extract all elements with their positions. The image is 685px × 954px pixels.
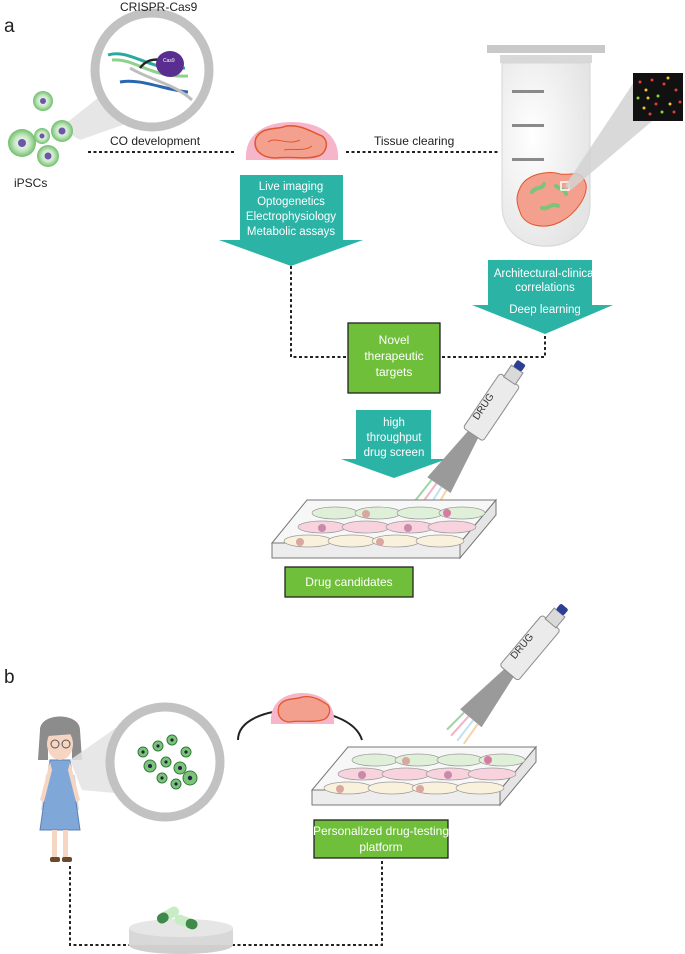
screen-line-1: high — [383, 417, 405, 429]
well-plate-a — [270, 498, 498, 560]
clearing-correlations: correlations — [515, 282, 575, 294]
screen-arrow: high throughput drug screen — [341, 410, 447, 478]
platform-box: Personalized drug-testing platform — [313, 819, 449, 859]
pipette-b: DRUG — [446, 604, 568, 745]
test-tube — [487, 45, 605, 247]
pill-dish — [129, 906, 233, 954]
clearing-to-targets-line — [440, 336, 546, 358]
targets-line-1: Novel — [379, 333, 410, 347]
patient-to-pill-line — [69, 866, 130, 946]
pipette-a: DRUG — [414, 360, 526, 514]
pill-to-platform-line — [232, 860, 383, 946]
clearing-deep-learning: Deep learning — [509, 304, 581, 316]
panel-label-b: b — [4, 667, 15, 688]
assay-optogenetics: Optogenetics — [257, 196, 325, 208]
assay-electrophysiology: Electrophysiology — [246, 211, 336, 223]
assay-live-imaging: Live imaging — [259, 181, 324, 193]
well-plate-b — [310, 745, 538, 807]
targets-line-2: therapeutic — [364, 349, 423, 363]
patient-figure — [38, 716, 82, 862]
organoid-b — [237, 693, 363, 741]
crispr-label: CRISPR-Cas9 — [120, 0, 198, 14]
candidates-label: Drug candidates — [305, 575, 392, 589]
crispr-magnifier — [60, 8, 214, 140]
targets-box: Novel therapeutic targets — [347, 322, 441, 394]
tissue-clearing-label: Tissue clearing — [374, 134, 454, 148]
panel-label-a: a — [4, 16, 15, 37]
clearing-architectural: Architectural-clinical — [494, 268, 596, 280]
screen-line-3: drug screen — [364, 447, 425, 459]
platform-line-1: Personalized drug-testing — [313, 824, 449, 838]
clearing-arrow: Architectural-clinical correlations Deep… — [472, 260, 613, 334]
assays-arrow: Live imaging Optogenetics Electrophysiol… — [219, 175, 363, 266]
organoid-top — [245, 122, 339, 160]
cas9-label: Cas9 — [163, 58, 175, 64]
assay-metabolic: Metabolic assays — [247, 226, 335, 238]
platform-line-2: platform — [359, 840, 402, 854]
ipsc-cells — [8, 91, 73, 167]
candidates-box: Drug candidates — [284, 566, 414, 598]
assays-to-targets-line — [290, 266, 348, 358]
screen-line-2: throughput — [367, 432, 423, 444]
co-development-label: CO development — [110, 134, 201, 148]
micrograph-inset — [633, 73, 683, 121]
targets-line-3: targets — [376, 365, 413, 379]
ipscs-label: iPSCs — [14, 176, 47, 190]
cell-magnifier-b — [70, 702, 225, 822]
